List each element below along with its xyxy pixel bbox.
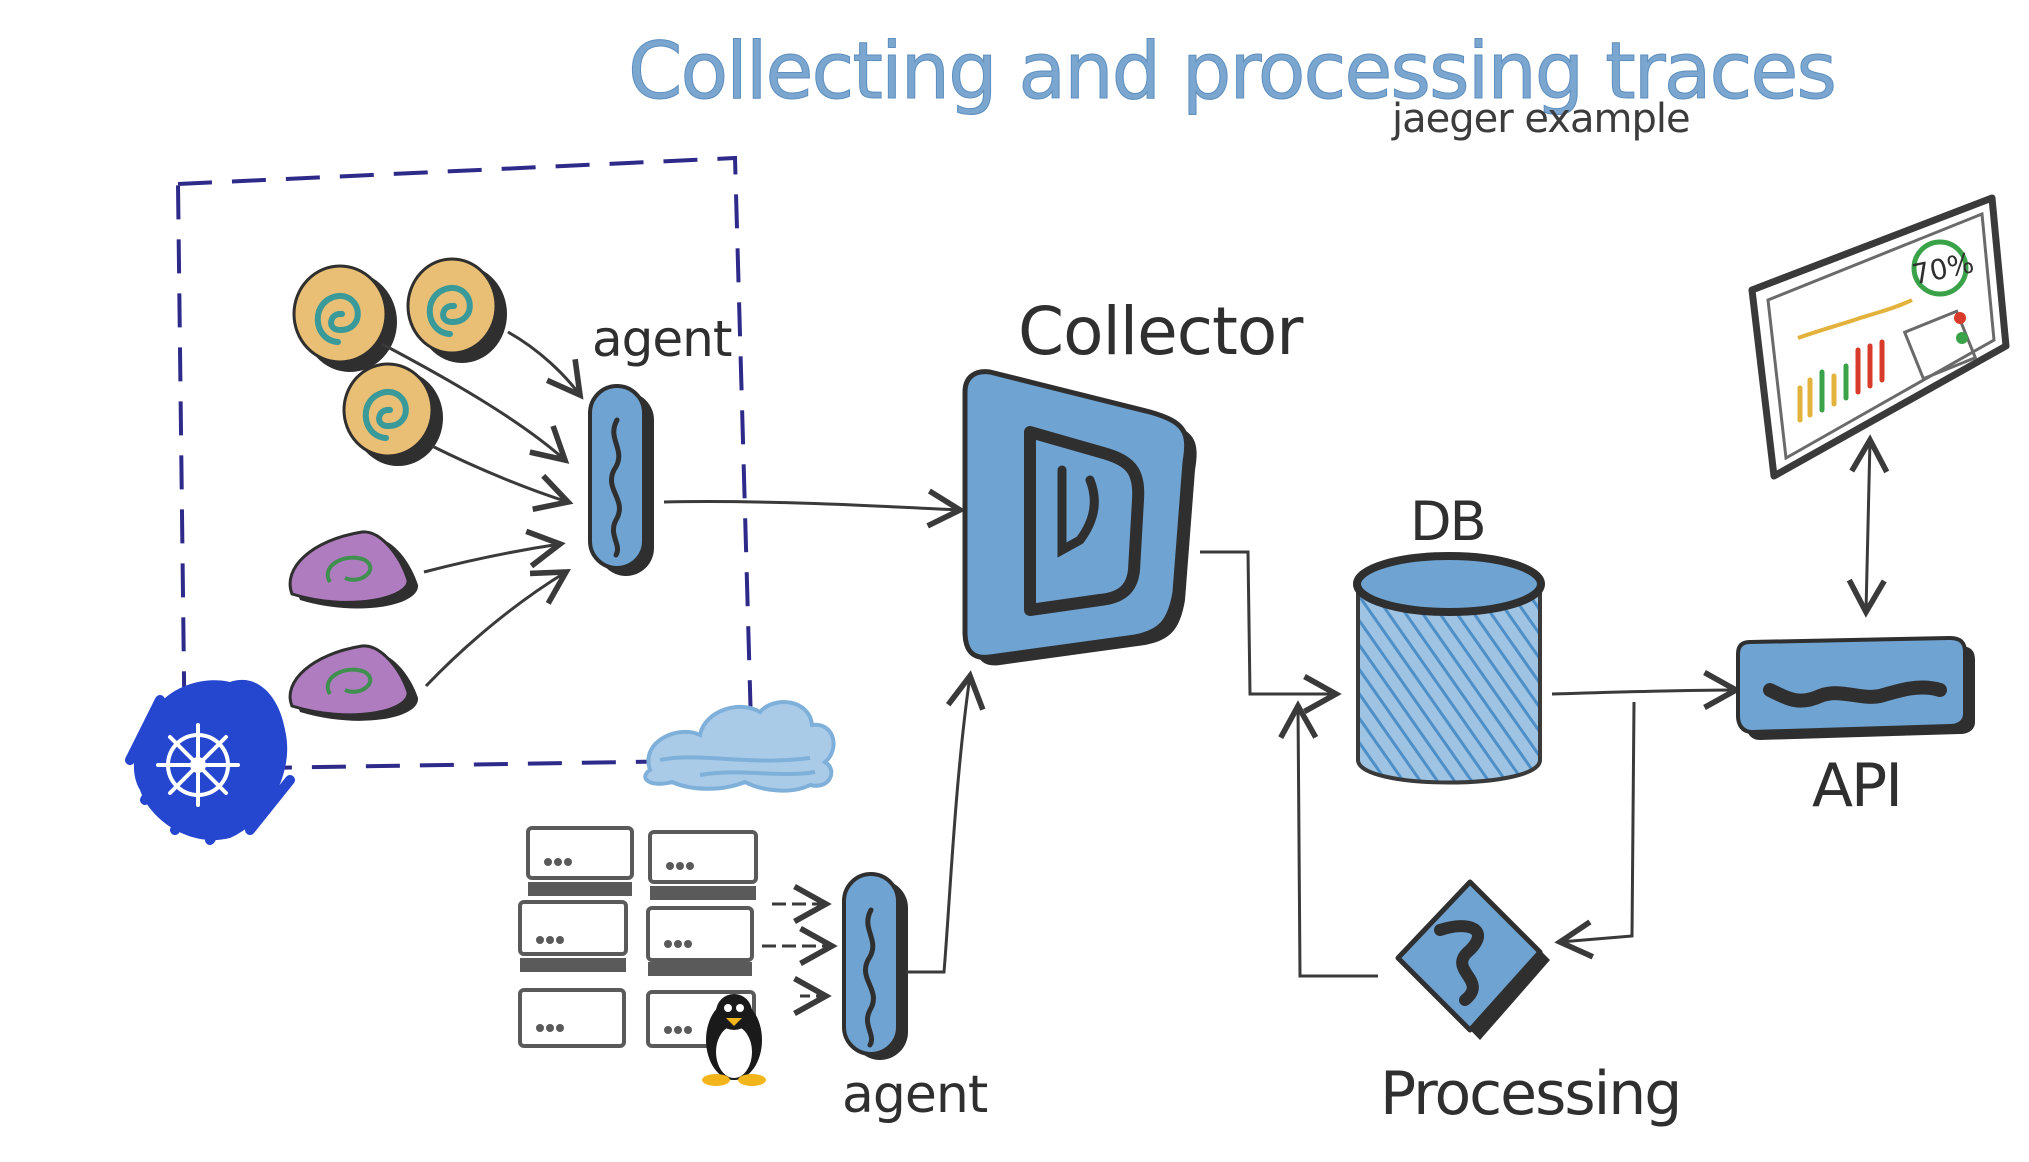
- service-node-4: [288, 530, 419, 609]
- arrow-processing-to-db: [1278, 700, 1378, 978]
- diagram-subtitle: jaeger example: [1391, 96, 1690, 142]
- arrow-db-to-api: [1551, 670, 1742, 960]
- agent-top: [588, 384, 654, 576]
- arrow-api-dashboard: [1846, 434, 1890, 618]
- processing-label: Processing: [1380, 1059, 1680, 1129]
- collector-node: [962, 369, 1197, 666]
- service-node-1: [292, 264, 397, 372]
- service-node-2: [406, 257, 507, 363]
- cloud-icon: [643, 700, 836, 793]
- agent-top-label: agent: [592, 310, 732, 368]
- arrow-collector-to-db: [1200, 550, 1342, 714]
- service-node-3: [342, 362, 443, 466]
- kubernetes-icon: [125, 679, 295, 845]
- agent-bottom: [842, 872, 908, 1060]
- api-label: API: [1812, 751, 1901, 821]
- arrows-services-to-agent: [381, 330, 584, 688]
- monitor-dashboard-icon: 70%: [1748, 194, 2010, 480]
- server-rack-icon: [518, 826, 758, 1048]
- arrows-agents-to-collector: [663, 488, 986, 974]
- database-node: [1353, 552, 1545, 785]
- processing-node: [1395, 879, 1550, 1040]
- db-label: DB: [1410, 490, 1485, 553]
- kubernetes-cluster-boundary: [175, 155, 755, 771]
- collector-label: Collector: [1018, 293, 1304, 370]
- agent-bottom-label: agent: [842, 1065, 988, 1125]
- api-node: [1736, 635, 1975, 740]
- arrows-servers-to-agent: [762, 884, 838, 1016]
- diagram-title: Collecting and processing traces: [628, 27, 1835, 117]
- linux-penguin-icon: [702, 994, 766, 1086]
- service-node-5: [288, 644, 419, 721]
